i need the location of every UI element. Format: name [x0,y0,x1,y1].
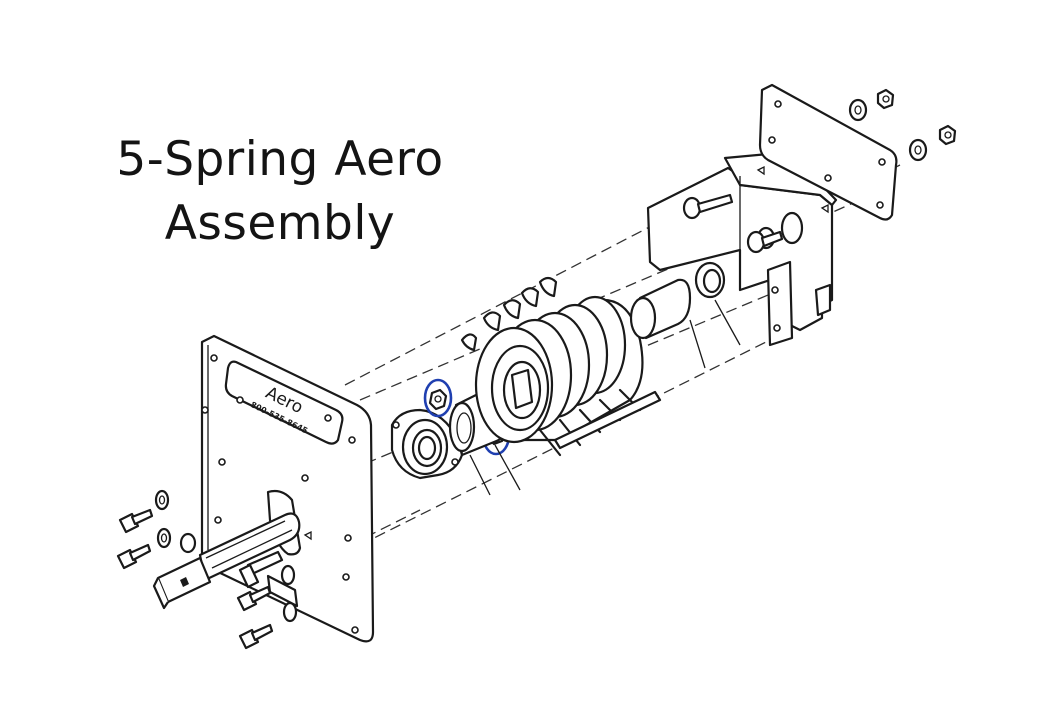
title-line-1: 5-Spring Aero [116,132,444,187]
rear-cover-plate [758,83,898,221]
spring-clips [460,276,558,352]
plate-label-panel: Aero 800-535-8645 [224,360,344,445]
front-bolts [116,489,299,650]
highlight-circle-upper [423,378,453,418]
spring-stack [474,295,662,457]
rear-fasteners [848,88,957,162]
leader-lines [469,299,741,496]
rear-bushing [694,261,726,299]
title-line-2: Assembly [164,196,396,251]
hex-nut-upper [428,388,448,411]
bracket-bolts [682,193,784,254]
diagram-title: 5-Spring Aero Assembly [100,128,460,256]
rear-tube [629,278,692,340]
flange-bearing [390,408,464,480]
